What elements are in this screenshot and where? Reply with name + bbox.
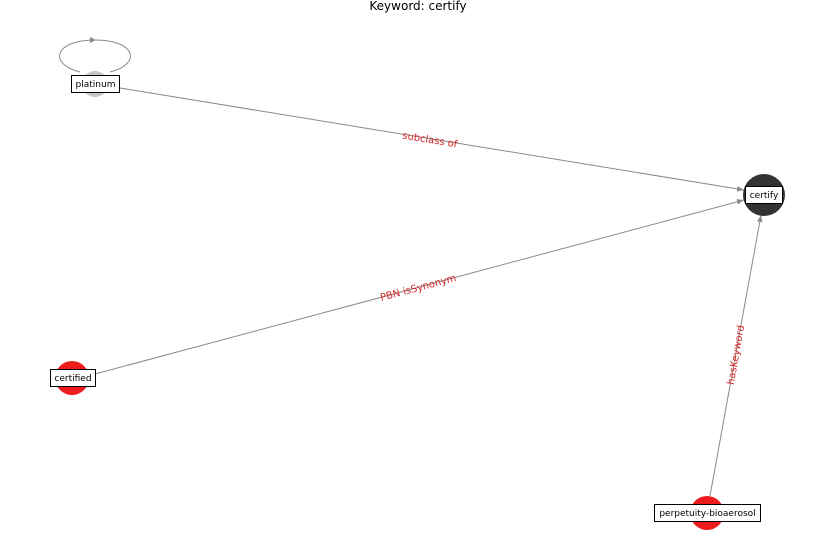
- edge-label-subclass-of: subclass of: [401, 131, 458, 151]
- node-label-box-perpetuity-bioaerosol: [654, 504, 761, 522]
- node-label-box-certified: [50, 369, 96, 387]
- node-label-box-certify: [745, 186, 783, 204]
- edge-label-haskeyword: hasKeyword: [726, 324, 747, 385]
- self-loop-arrow-icon: [90, 37, 96, 43]
- node-label-text-certified: certified: [54, 374, 91, 384]
- graph-title: Keyword: certify: [369, 0, 466, 13]
- node-label-text-platinum: platinum: [76, 80, 116, 90]
- node-label-platinum: platinum: [71, 75, 120, 93]
- edges-layer: [59, 37, 763, 497]
- node-label-certified: certified: [50, 369, 96, 387]
- node-label-perpetuity-bioaerosol: perpetuity-bioaerosol: [654, 504, 761, 522]
- edge-platinum-certify: [119, 87, 745, 192]
- edge-labels-layer: subclass of PBN isSynonym hasKeyword: [379, 131, 747, 386]
- edge-certified-certify: [94, 199, 745, 375]
- node-labels-layer: platinum certify certified perpetuity-bi…: [50, 75, 783, 522]
- node-label-text-perpetuity-bioaerosol: perpetuity-bioaerosol: [659, 509, 755, 519]
- node-label-text-certify: certify: [750, 191, 779, 201]
- edge-perpetuity-certify: [709, 214, 763, 497]
- node-label-box-platinum: [71, 75, 120, 93]
- edge-label-pbn-issynonym: PBN isSynonym: [379, 273, 457, 304]
- edge-platinum-self: [59, 39, 131, 73]
- node-label-certify: certify: [745, 186, 783, 204]
